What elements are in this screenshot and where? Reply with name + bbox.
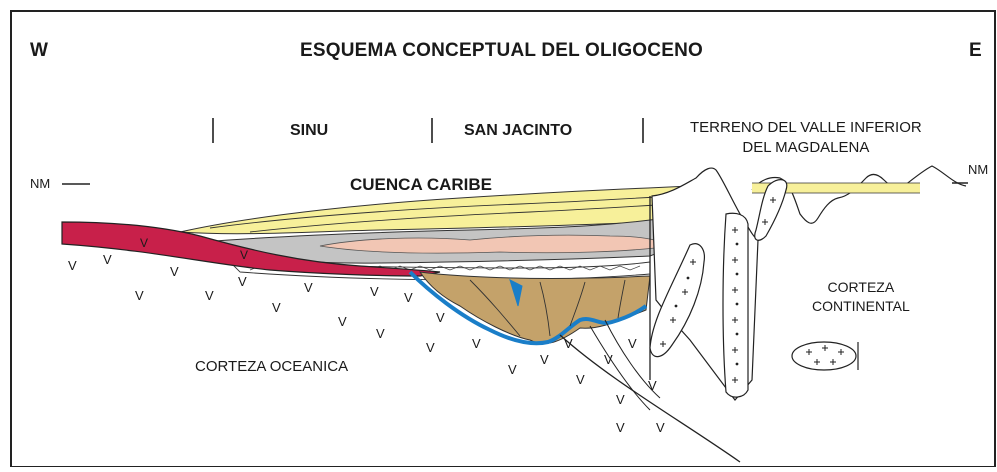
oceanic-slab bbox=[61, 221, 441, 277]
oceanic-v: V bbox=[240, 248, 249, 262]
oceanic-v: V bbox=[304, 280, 313, 295]
wedge-fault-1 bbox=[469, 279, 521, 337]
blue-lens bbox=[509, 279, 523, 307]
oceanic-v: V bbox=[238, 274, 247, 289]
oceanic-v: V bbox=[404, 290, 413, 305]
oceanic-v: V bbox=[376, 326, 385, 341]
accretion-wedge bbox=[418, 271, 651, 344]
continental-crust-line-2: CONTINENTAL bbox=[812, 298, 910, 314]
east-label: E bbox=[969, 40, 982, 61]
yellow-layer-line-2 bbox=[249, 202, 693, 233]
diagram-title: ESQUEMA CONCEPTUAL DEL OLIGOCENO bbox=[300, 40, 703, 61]
basin-label: CUENCA CARIBE bbox=[350, 175, 492, 194]
continental-crust-line-1: CORTEZA bbox=[827, 279, 895, 295]
oceanic-v: V bbox=[170, 264, 179, 279]
terreno-line-1: TERRENO DEL VALLE INFERIOR bbox=[690, 119, 922, 136]
oceanic-v: V bbox=[472, 336, 481, 351]
oceanic-crust-label: CORTEZA OCEANICA bbox=[195, 358, 349, 375]
yellow-layer-line-1 bbox=[209, 194, 691, 229]
terreno-line-2: DEL MAGDALENA bbox=[742, 139, 870, 156]
continental-crust-label: CORTEZA CONTINENTAL bbox=[812, 278, 910, 316]
oceanic-v: V bbox=[508, 362, 517, 377]
intrusive-dike-1 bbox=[649, 243, 705, 358]
oceanic-v: V bbox=[540, 352, 549, 367]
intrusive-pluton bbox=[791, 341, 857, 371]
oceanic-v: V bbox=[205, 288, 214, 303]
sea-level-left-label: NM bbox=[30, 176, 51, 191]
fault-splay-1 bbox=[589, 325, 651, 411]
wedge-fault-3 bbox=[569, 281, 586, 327]
zone-label-terreno: TERRENO DEL VALLE INFERIOR DEL MAGDALENA bbox=[690, 118, 922, 158]
oceanic-v: V bbox=[648, 378, 657, 393]
oceanic-v: V bbox=[436, 310, 445, 325]
oceanic-v: V bbox=[103, 252, 112, 267]
subduction-fault bbox=[559, 334, 741, 463]
oceanic-v: V bbox=[370, 284, 379, 299]
oceanic-v: V bbox=[628, 336, 637, 351]
oceanic-v: V bbox=[576, 372, 585, 387]
oceanic-v: V bbox=[140, 236, 149, 250]
fault-splay-2 bbox=[604, 319, 661, 399]
oceanic-v: V bbox=[338, 314, 347, 329]
zone-label-san-jacinto: SAN JACINTO bbox=[464, 122, 573, 139]
wedge-fault-4 bbox=[617, 279, 626, 319]
dike-dots bbox=[674, 242, 739, 366]
oceanic-v: V bbox=[616, 392, 625, 407]
intrusive-dike-2 bbox=[722, 212, 749, 398]
wedge-fault-2 bbox=[539, 281, 551, 337]
oceanic-v: V bbox=[616, 420, 625, 435]
oceanic-v: V bbox=[564, 336, 573, 351]
oceanic-v: V bbox=[272, 300, 281, 315]
oceanic-v: V bbox=[135, 288, 144, 303]
oceanic-v: V bbox=[604, 352, 613, 367]
dike-crosses bbox=[660, 197, 844, 383]
west-label: W bbox=[30, 40, 48, 61]
oceanic-v: V bbox=[656, 420, 665, 435]
oceanic-v: V bbox=[426, 340, 435, 355]
oceanic-v: V bbox=[68, 258, 77, 273]
intrusive-dike-3 bbox=[754, 179, 788, 241]
zone-label-sinu: SINU bbox=[290, 122, 329, 139]
sea-level-right-label: NM bbox=[968, 162, 989, 177]
